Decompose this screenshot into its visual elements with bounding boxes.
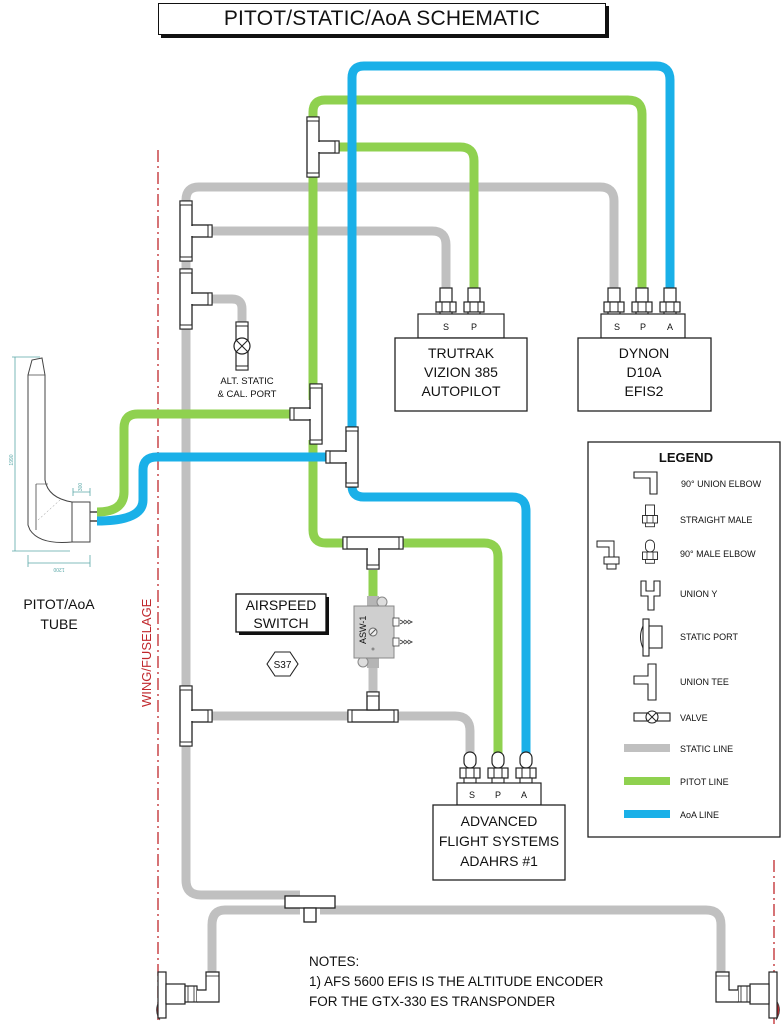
tee-static-switch bbox=[347, 691, 399, 723]
afs-line1: ADVANCED bbox=[461, 813, 538, 829]
device-afs-adahrs: S P A ADVANCED FLIGHT SYSTEMS ADAHRS #1 bbox=[432, 751, 566, 881]
pitot-tube-label-line1: PITOT/AoA bbox=[23, 596, 95, 612]
tee-static-lower bbox=[179, 685, 213, 747]
static-line-alt-port bbox=[211, 294, 247, 324]
legend-label-union-y: UNION Y bbox=[680, 589, 717, 599]
pitot-line-afs bbox=[398, 538, 503, 755]
fuselage-label: WING/FUSELAGE bbox=[139, 598, 154, 707]
legend-label-union-elbow: 90° UNION ELBOW bbox=[681, 479, 762, 489]
union-y-icon bbox=[640, 580, 661, 611]
static-line-left-port bbox=[207, 905, 300, 975]
tee-aoa-tube bbox=[326, 427, 358, 487]
tee-pitot-switch bbox=[343, 537, 403, 569]
alt-static-label-line2: & CAL. PORT bbox=[218, 389, 277, 400]
pitot-tube-label-line2: TUBE bbox=[40, 616, 77, 632]
pitot-line-down bbox=[308, 440, 348, 548]
device-dynon: S P A DYNON D10A EFIS2 bbox=[577, 287, 712, 412]
airspeed-switch-label-box: AIRSPEED SWITCH bbox=[235, 593, 329, 635]
legend-label-static-port: STATIC PORT bbox=[680, 632, 739, 642]
legend-label-aoa-line: AoA LINE bbox=[680, 810, 719, 820]
airspeed-switch-label-line1: AIRSPEED bbox=[246, 597, 317, 613]
trutrak-port-p: P bbox=[471, 322, 477, 332]
dynon-port-p: P bbox=[640, 322, 646, 332]
pitot-dim-small: 300 bbox=[78, 483, 84, 492]
static-line-afs bbox=[211, 711, 475, 755]
airspeed-switch-part-id: ASW-1 bbox=[358, 616, 368, 644]
legend-title: LEGEND bbox=[659, 450, 713, 465]
notes-heading: NOTES: bbox=[309, 954, 359, 969]
page-title-text: PITOT/STATIC/AoA SCHEMATIC bbox=[223, 7, 541, 30]
static-lines bbox=[181, 182, 726, 975]
aoa-line-swatch bbox=[624, 810, 670, 818]
legend-label-valve: VALVE bbox=[680, 713, 708, 723]
legend-label-male-elbow: 90° MALE ELBOW bbox=[680, 549, 756, 559]
pitot-line-main bbox=[308, 95, 647, 400]
union-elbow-icon bbox=[633, 471, 658, 495]
alt-static-label-line1: ALT. STATIC bbox=[220, 376, 273, 387]
dynon-port-a: A bbox=[667, 322, 673, 332]
pitot-line-swatch bbox=[624, 777, 670, 785]
aoa-line-from-tube bbox=[96, 452, 327, 526]
alt-static-valve[interactable] bbox=[233, 321, 251, 371]
dynon-line2: D10A bbox=[626, 364, 662, 380]
static-line-trunk bbox=[181, 182, 619, 880]
static-line-trutrak bbox=[211, 226, 451, 290]
legend: LEGEND 90° UNION ELBOW STRAIGHT MALE 90°… bbox=[587, 441, 781, 838]
static-port-left bbox=[156, 971, 220, 1021]
trutrak-line1: TRUTRAK bbox=[428, 345, 495, 361]
static-line-swatch bbox=[624, 744, 670, 752]
afs-port-s: S bbox=[469, 790, 475, 800]
legend-label-straight-male: STRAIGHT MALE bbox=[680, 515, 752, 525]
static-line-bottom bbox=[181, 879, 300, 900]
airspeed-switch-tag-text: S37 bbox=[274, 660, 292, 671]
pitot-line-from-tube bbox=[96, 409, 290, 517]
notes-line1: 1) AFS 5600 EFIS IS THE ALTITUDE ENCODER bbox=[309, 974, 604, 989]
pitot-dim-width: 1200 bbox=[53, 566, 64, 572]
aoa-line-main bbox=[347, 61, 675, 432]
pitot-lines bbox=[96, 95, 647, 755]
trutrak-port-s: S bbox=[443, 322, 449, 332]
dynon-line3: EFIS2 bbox=[625, 383, 664, 399]
afs-line2: FLIGHT SYSTEMS bbox=[439, 833, 559, 849]
page-title: PITOT/STATIC/AoA SCHEMATIC bbox=[158, 3, 606, 35]
airspeed-switch-label-line2: SWITCH bbox=[253, 615, 308, 631]
static-port-icon bbox=[640, 618, 663, 657]
airspeed-switch-unit[interactable]: ASW-1 bbox=[353, 596, 414, 668]
dynon-line1: DYNON bbox=[619, 345, 670, 361]
afs-port-p: P bbox=[495, 790, 501, 800]
afs-line3: ADAHRS #1 bbox=[460, 853, 538, 869]
notes-line2: FOR THE GTX-330 ES TRANSPONDER bbox=[309, 994, 556, 1009]
afs-port-a: A bbox=[521, 790, 527, 800]
tee-static-alt bbox=[179, 268, 213, 330]
tee-static-upper bbox=[179, 200, 213, 262]
device-trutrak: S P TRUTRAK VIZION 385 AUTOPILOT bbox=[394, 287, 528, 412]
static-line-right-port bbox=[320, 905, 726, 975]
legend-label-union-tee: UNION TEE bbox=[680, 677, 729, 687]
tee-pitot-top bbox=[306, 116, 340, 178]
trutrak-line3: AUTOPILOT bbox=[421, 383, 501, 399]
tee-static-bottom bbox=[284, 895, 336, 923]
static-port-right bbox=[715, 971, 780, 1021]
legend-label-static-line: STATIC LINE bbox=[680, 744, 733, 754]
valve-icon bbox=[633, 710, 671, 724]
pitot-line-trutrak bbox=[338, 142, 479, 290]
union-tee-icon bbox=[633, 663, 657, 701]
legend-label-pitot-line: PITOT LINE bbox=[680, 777, 729, 787]
aoa-line-afs bbox=[347, 480, 531, 755]
airspeed-switch-tag: S37 bbox=[266, 651, 299, 677]
pitot-dim-length: 1990 bbox=[9, 454, 15, 465]
aoa-lines bbox=[96, 61, 675, 755]
male-elbow-icon bbox=[596, 539, 658, 570]
tee-pitot-tube bbox=[290, 384, 322, 444]
trutrak-line2: VIZION 385 bbox=[424, 364, 498, 380]
pitot-aoa-tube: 1990 1200 300 bbox=[9, 356, 97, 572]
dynon-port-s: S bbox=[614, 322, 620, 332]
